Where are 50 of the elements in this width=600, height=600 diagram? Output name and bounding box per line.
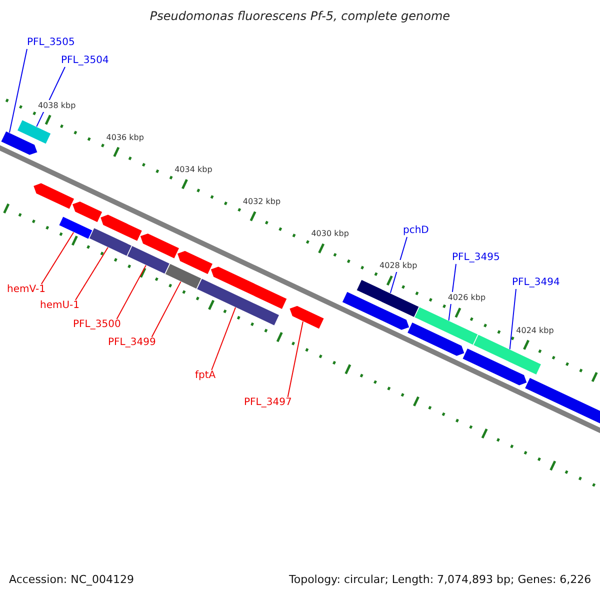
footer-text: Topology: circular; Length: 7,074,893 bp; Genes: 6,226 (289, 574, 592, 586)
gene-bar (32, 182, 76, 210)
gene-bar (341, 290, 410, 331)
gene-bar (0, 130, 38, 156)
gene-bar (176, 250, 214, 276)
scale-label: 4036 kbp (106, 132, 144, 144)
scale-label: 4024 kbp (516, 324, 554, 337)
leader-line (151, 281, 182, 338)
gene-bar (414, 306, 479, 346)
scale-label: 4032 kbp (242, 196, 281, 208)
gene-label: PFL_3497 (244, 397, 292, 409)
gene-label: PFL_3499 (108, 337, 156, 349)
scale-label: 4030 kbp (311, 228, 349, 240)
gene-bar (126, 244, 171, 275)
leader-line (211, 306, 236, 370)
gene-bar (71, 200, 104, 224)
gene-label: hemV-1 (7, 284, 46, 296)
scale-label: 4034 kbp (174, 164, 212, 176)
scale-label: 4038 kbp (38, 100, 76, 112)
gene-bar (88, 227, 133, 257)
gene-label: PFL_3495 (452, 252, 500, 264)
leader-line (40, 232, 74, 284)
gene-label: fptA (195, 370, 216, 382)
gene-label: pchD (403, 225, 429, 237)
leader-line (116, 264, 146, 320)
title: Pseudomonas fluorescens Pf-5, complete genome (148, 10, 452, 22)
leader-line (509, 288, 516, 350)
gene-bar (472, 334, 542, 376)
leader-line (8, 48, 28, 134)
gene-bar (164, 262, 202, 290)
gene-label: hemU-1 (40, 300, 80, 312)
footer-text: Accession: NC_004129 (9, 574, 134, 586)
gene-bar (139, 232, 180, 260)
leader-line (287, 321, 304, 398)
gene-label: PFL_3494 (512, 277, 560, 289)
gene-label: PFL_3500 (73, 319, 121, 331)
scale-label: 4028 kbp (380, 260, 418, 272)
gene-bar (288, 305, 325, 330)
gene-bar (462, 347, 528, 386)
gene-bar (58, 216, 94, 240)
leader-line (75, 246, 108, 300)
gene-bar (16, 119, 52, 145)
gene-bar (210, 266, 288, 310)
gene-bar (406, 321, 466, 357)
scale-label: 4026 kbp (448, 292, 486, 304)
gene-label: PFL_3505 (27, 37, 75, 49)
gene-bar (100, 214, 143, 242)
gene-bar (196, 278, 280, 326)
gene-label: PFL_3504 (61, 55, 109, 67)
gene-bar (356, 278, 420, 318)
